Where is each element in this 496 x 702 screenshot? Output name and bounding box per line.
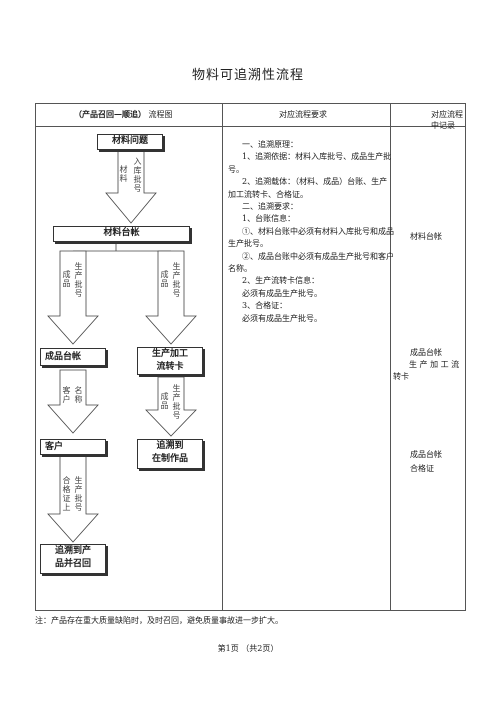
arrow3-label-a: 生产批号 [172, 262, 181, 298]
arrow-3 [145, 250, 197, 345]
column-divider-2 [390, 104, 391, 610]
arrow2-label-a: 生产批号 [74, 262, 83, 298]
process-table: （产品召回—顺追） 流程图 对应流程要求 对应流程中记录 [35, 103, 466, 611]
requirement-line: 必须有成品生产批号。 [242, 313, 322, 323]
record-process-card: 生 产 加 工 流 转卡 [393, 360, 460, 381]
requirement-line: 1、台账信息： [242, 214, 296, 224]
arrow-2 [47, 250, 99, 345]
box-customer: 客户 [40, 439, 106, 455]
box-wip-line1: 追溯到 [156, 441, 184, 451]
arrow-1 [105, 149, 157, 224]
requirement-line: 一、追溯原理： [242, 140, 298, 149]
arrow-6 [47, 455, 99, 543]
header-flowchart: （产品召回—顺追） 流程图 [74, 109, 173, 120]
box-material-issue: 材料问题 [97, 134, 163, 150]
record-material-ledger: 材料台帐 [410, 232, 442, 241]
arrow4-label-b: 客户 [62, 386, 71, 404]
arrow3-label-b: 成品 [160, 270, 169, 288]
box-product-ledger: 成品台帐 [40, 348, 106, 366]
footnote: 注：产品存在重大质量缺陷时，及时召回，避免质量事故进一步扩大。 [35, 616, 283, 625]
box-recall-line1: 追溯到产 [54, 546, 91, 556]
arrow5-label-a: 生产批号 [172, 384, 181, 420]
header-requirements: 对应流程要求 [279, 110, 327, 119]
header-records: 对应流程中记录 [431, 110, 463, 130]
requirement-line: 2、追溯载体：（材料、成品）台账、生产加工流转卡、合格证。 [228, 177, 388, 199]
requirement-line: 必须有成品生产批号。 [242, 288, 322, 298]
box-recall-line2: 品并召回 [54, 559, 91, 569]
record-product-ledger: 成品台帐 [410, 348, 442, 357]
box-process-card: 生产加工 流转卡 [137, 347, 203, 375]
page-footer: 第1页 （共2页） [217, 644, 279, 653]
arrow6-label-a: 生产批号 [74, 476, 83, 512]
box-wip: 追溯到 在制作品 [137, 439, 203, 469]
header-divider [36, 126, 465, 127]
requirement-line: 3、合格证： [242, 301, 288, 311]
arrow-5 [145, 376, 197, 437]
record-certificate: 合格证 [410, 464, 434, 473]
requirement-line: ②、成品台账中必须有成品生产批号和客户名称。 [228, 251, 394, 274]
requirement-line: 1、追溯依据：材料入库批号、成品生产批号。 [228, 152, 392, 174]
requirement-line: 2、生产流转卡信息： [242, 276, 320, 286]
arrow5-label-b: 成品 [160, 392, 169, 410]
requirements-text: 一、追溯原理： 1、追溯依据：材料入库批号、成品生产批号。 2、追溯载体：（材料… [228, 139, 394, 325]
header-flowchart-rest: 流程图 [148, 110, 173, 119]
page-title: 物料可追溯性流程 [191, 68, 304, 83]
arrow1-label-a: 入库批号 [133, 157, 142, 193]
box-process-card-line1: 生产加工 [151, 349, 188, 359]
record-product-ledger-2: 成品台帐 [410, 450, 442, 459]
arrow6-label-b: 合格证上 [62, 476, 71, 512]
column-divider-1 [222, 104, 223, 610]
requirement-line: 二、追溯要求： [242, 202, 298, 212]
header-flowchart-bold: （产品召回—顺追） [74, 109, 146, 119]
requirement-line: ①、材料台账中必须有材料入库批号和成品生产批号。 [228, 226, 394, 249]
arrow-4 [47, 369, 99, 434]
box-recall: 追溯到产 品并召回 [40, 544, 106, 574]
box-wip-line2: 在制作品 [151, 454, 188, 464]
box-material-ledger: 材料台帐 [53, 226, 190, 242]
box-process-card-line2: 流转卡 [156, 362, 184, 372]
arrow4-label-a: 名称 [74, 386, 83, 404]
arrow1-label-b: 材料 [119, 165, 128, 183]
arrow2-label-b: 成品 [62, 270, 71, 288]
